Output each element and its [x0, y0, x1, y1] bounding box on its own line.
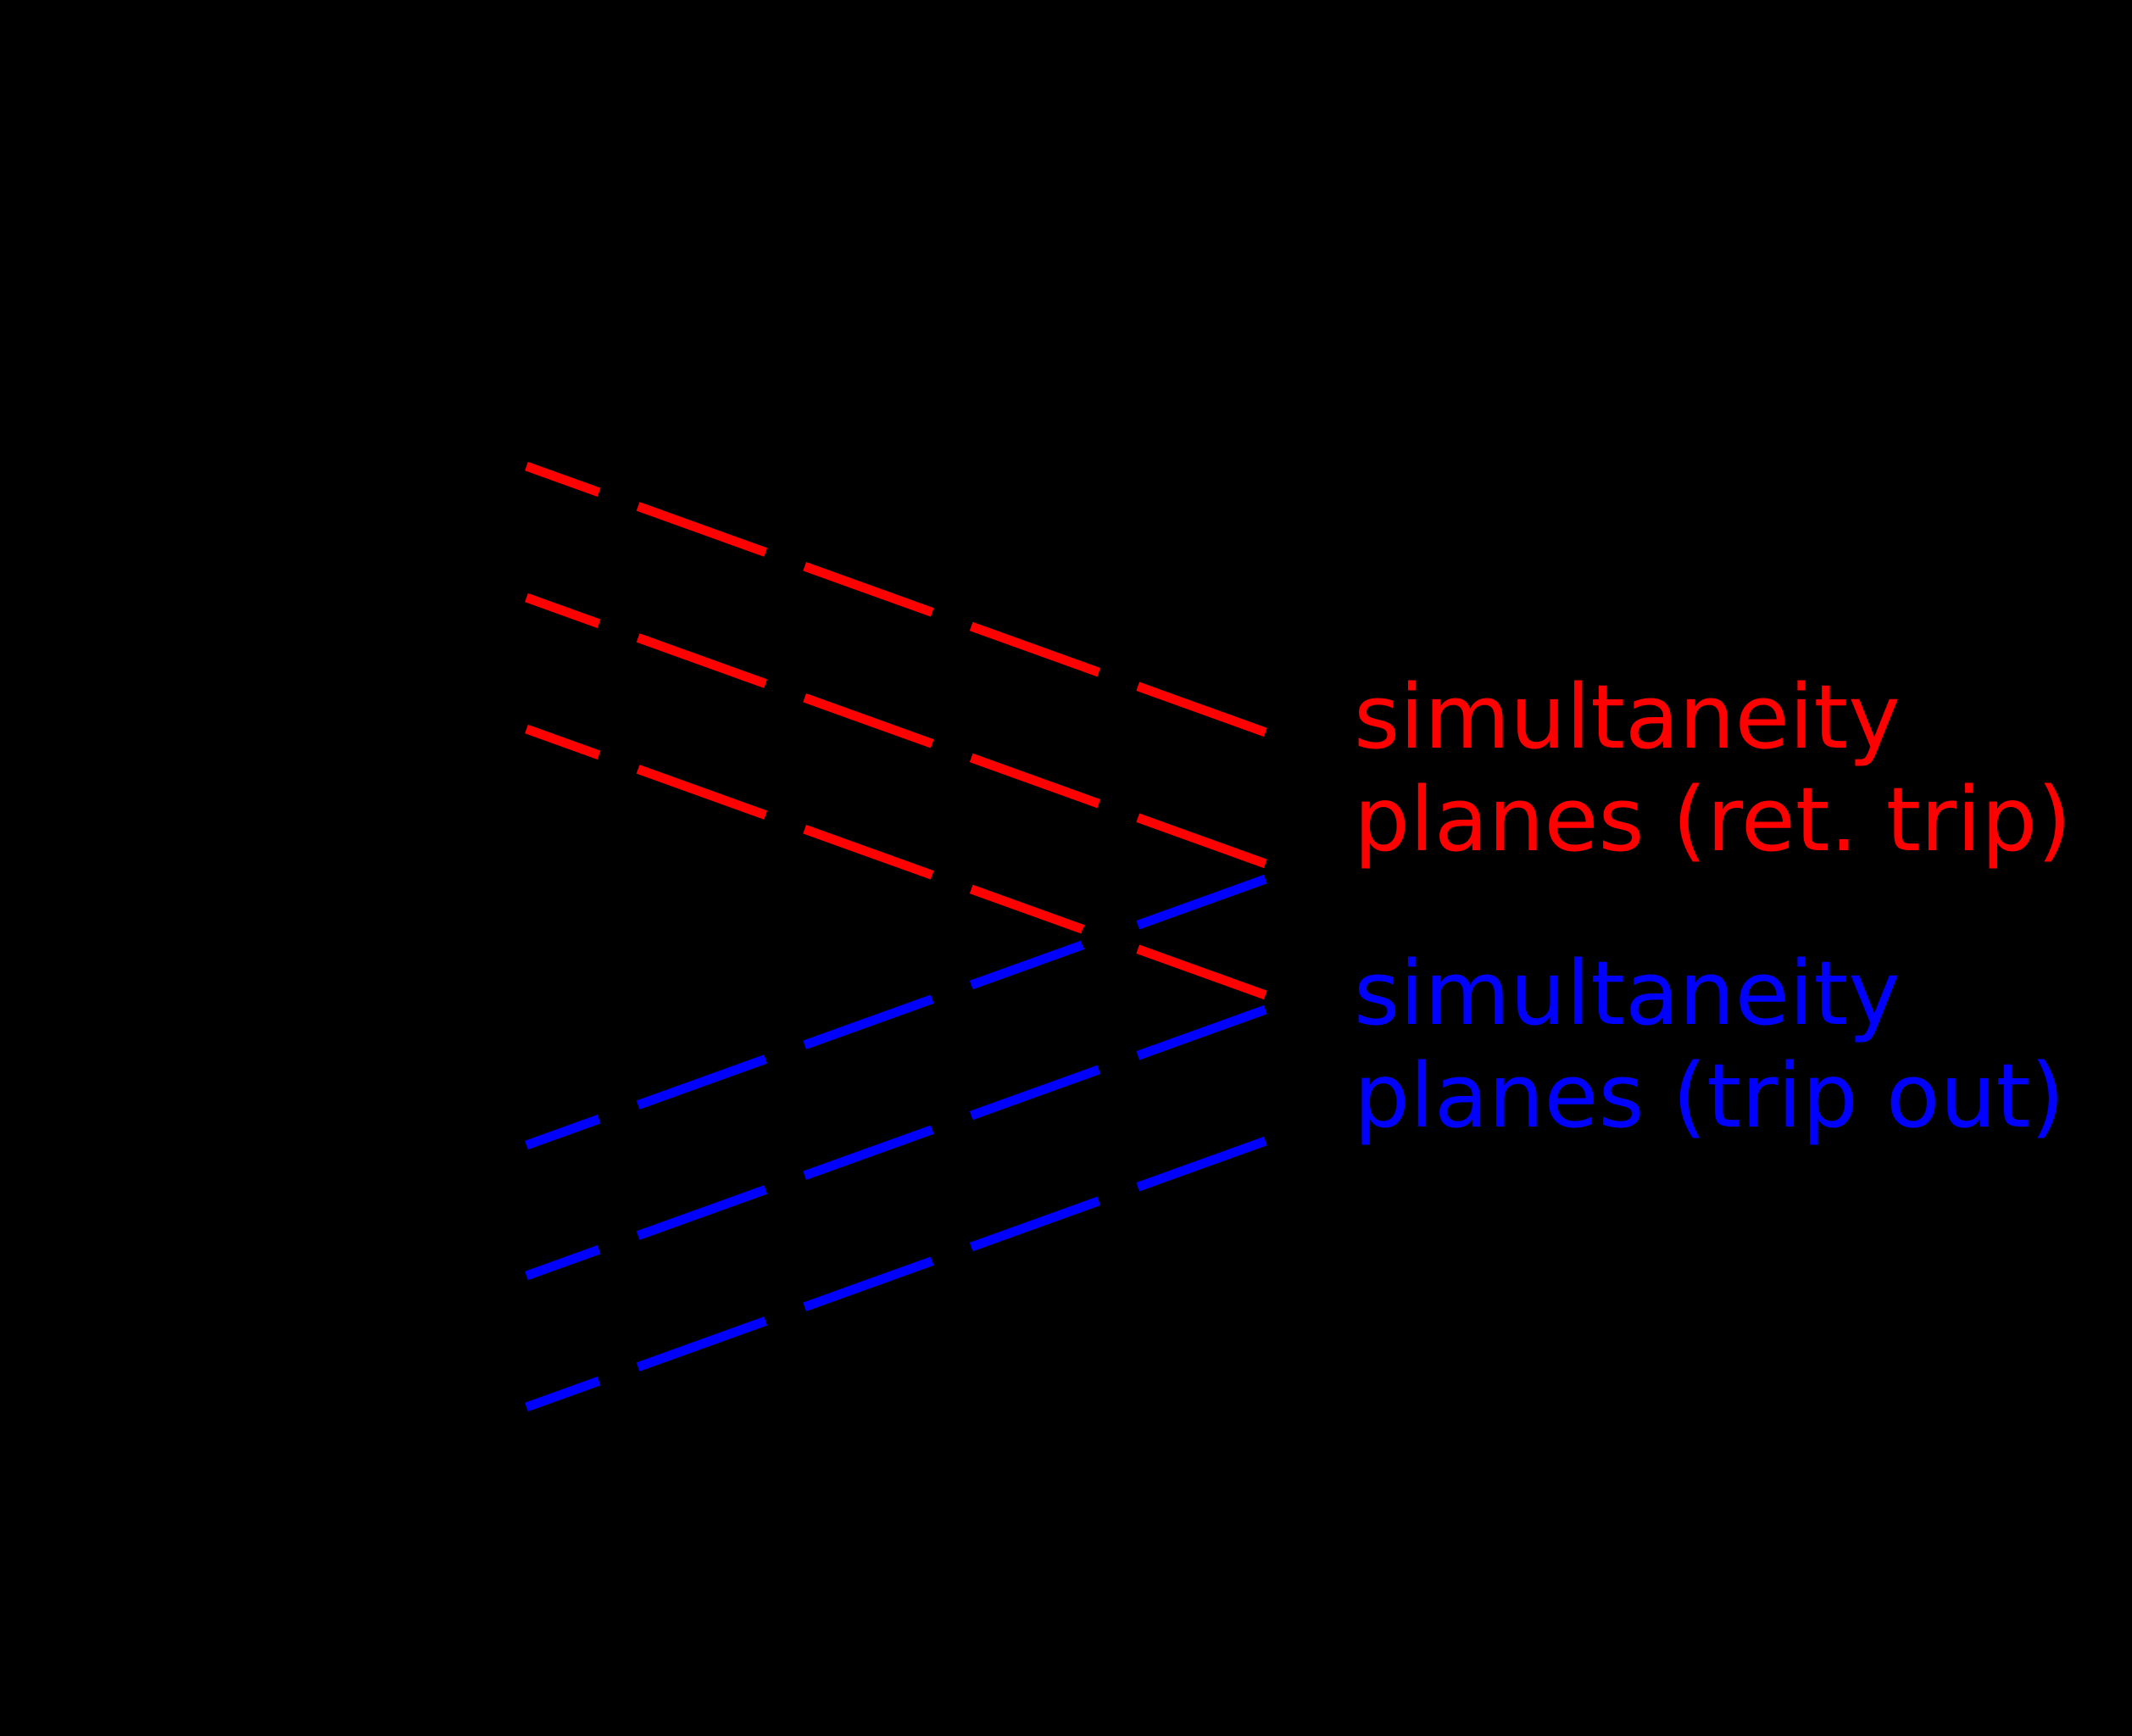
trip-out-label: simultaneity planes (trip out) [1354, 943, 2065, 1148]
simultaneity-plane-ret-trip-line-1 [525, 461, 1267, 737]
turnaround-event-dot [1081, 918, 1120, 957]
simultaneity-plane-ret-trip-line-2 [525, 593, 1267, 869]
ret-trip-label: simultaneity planes (ret. trip) [1354, 666, 2072, 871]
simultaneity-plane-trip-out-line-2 [525, 1004, 1267, 1281]
trip-out-label-line2: planes (trip out) [1354, 1044, 2065, 1148]
simultaneity-plane-trip-out-line-1 [525, 874, 1267, 1150]
simultaneity-plane-ret-trip-line-3 [525, 724, 1267, 1000]
ret-trip-label-line2: planes (ret. trip) [1354, 768, 2072, 871]
ret-trip-label-line1: simultaneity [1354, 665, 1901, 769]
trip-out-label-line1: simultaneity [1354, 942, 1901, 1045]
simultaneity-plane-trip-out-line-3 [525, 1136, 1267, 1412]
